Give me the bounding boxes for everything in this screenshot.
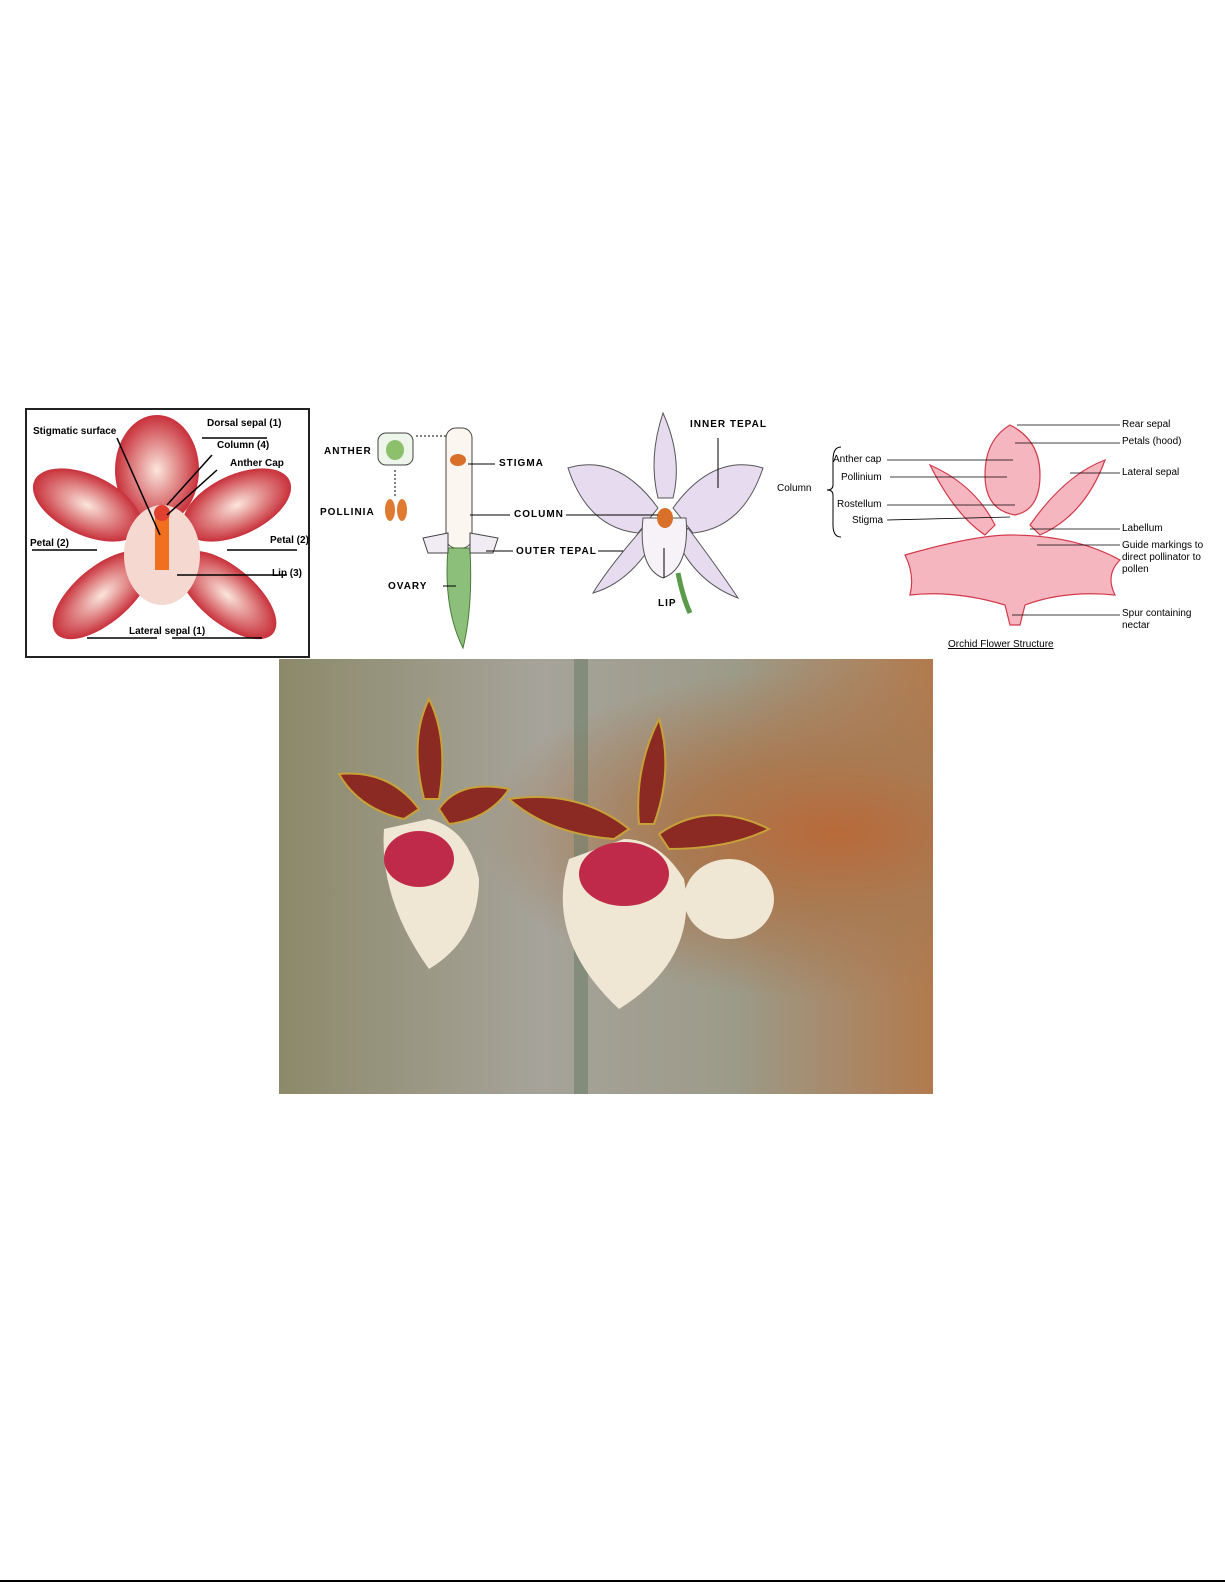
label-stigma: STIGMA — [499, 458, 544, 469]
label-spur: Spur containing nectar — [1122, 608, 1192, 631]
label-rostellum: Rostellum — [837, 499, 882, 510]
label-rear-sepal: Rear sepal — [1122, 419, 1171, 430]
page-bottom-rule — [0, 1580, 1225, 1582]
orchid-flowers-photo-illustration — [337, 659, 774, 1094]
label-stigma: Stigma — [852, 515, 884, 526]
orchid-photo — [279, 659, 933, 1094]
label-lateral-sepal: Lateral sepal — [1122, 467, 1180, 478]
label-outer-tepal: OUTER TEPAL — [516, 546, 597, 557]
label-petal-right: Petal (2) — [270, 535, 309, 546]
pink-orchid-illustration — [826, 424, 1121, 626]
label-dorsal-sepal: Dorsal sepal (1) — [207, 418, 282, 429]
label-pollinium: Pollinium — [841, 472, 882, 483]
label-column: COLUMN — [514, 509, 564, 520]
label-lateral-sepal: Lateral sepal (1) — [129, 626, 206, 637]
label-lip: LIP — [658, 598, 677, 609]
figure-caption: Orchid Flower Structure — [948, 639, 1054, 650]
label-anther: ANTHER — [324, 446, 372, 457]
label-pollinia: POLLINIA — [320, 507, 375, 518]
label-guide-markings: Guide markings to direct pollinator to p… — [1122, 540, 1204, 575]
label-anther-cap: Anther Cap — [230, 458, 284, 469]
orchid-anatomy-diagram-2: ANTHER POLLINIA STIGMA COLUMN OUTER TEPA… — [318, 408, 773, 658]
label-petal-left: Petal (2) — [30, 538, 69, 549]
label-ovary: OVARY — [388, 581, 428, 592]
label-petals-hood: Petals (hood) — [1122, 436, 1182, 447]
label-inner-tepal: INNER TEPAL — [690, 419, 767, 430]
orchid-flower-structure-diagram: Rear sepal Petals (hood) Lateral sepal L… — [775, 415, 1215, 655]
label-column: Column (4) — [217, 440, 270, 451]
label-column: Column — [777, 483, 812, 494]
label-lip: Lip (3) — [272, 568, 302, 579]
label-labellum: Labellum — [1122, 523, 1163, 534]
red-orchid-illustration — [32, 415, 297, 640]
label-stigmatic-surface: Stigmatic surface — [33, 426, 117, 437]
orchid-anatomy-diagram-1: Stigmatic surface Dorsal sepal (1) Colum… — [25, 408, 310, 658]
label-anther-cap: Anther cap — [833, 454, 882, 465]
column-and-flower-illustration — [377, 411, 764, 650]
